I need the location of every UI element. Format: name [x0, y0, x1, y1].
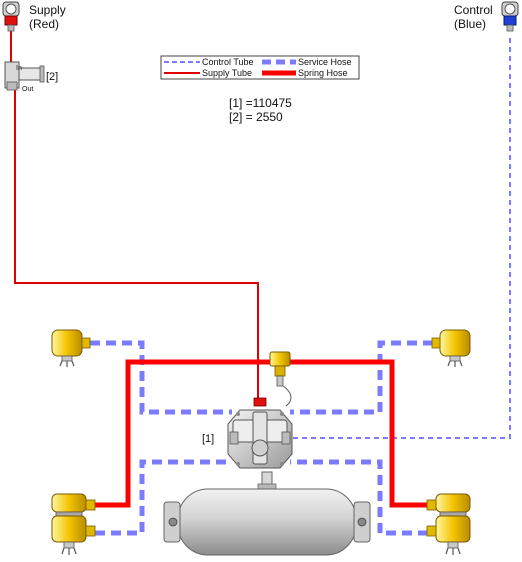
- brake-chamber-top-right-icon[interactable]: [431, 329, 471, 367]
- spring-hose-left: [95, 359, 280, 508]
- control-label-line1: Control: [454, 3, 493, 17]
- parts-item-2: [2] = 2550: [229, 110, 283, 124]
- supply-label-line1: Supply: [29, 3, 66, 17]
- valve-callout: [1]: [202, 433, 214, 445]
- fitting-callout: [2]: [46, 71, 58, 83]
- brake-chamber-bottom-left-icon[interactable]: [51, 493, 96, 555]
- supply-tube-line: [10, 30, 259, 400]
- supply-label-line2: (Red): [29, 17, 59, 31]
- legend: Control Tube Service Hose Supply Tube Sp…: [160, 55, 360, 80]
- fitting-port-out: Out: [22, 86, 33, 93]
- spring-hoses: [95, 359, 428, 508]
- relay-valve-icon[interactable]: [227, 397, 293, 469]
- supply-gladhand-icon[interactable]: [2, 1, 20, 32]
- legend-label-spring-hose: Spring Hose: [298, 68, 348, 78]
- legend-box: [160, 55, 360, 80]
- service-hose-bottom-left: [95, 459, 232, 536]
- service-hoses: [90, 340, 433, 536]
- control-label-line2: (Blue): [454, 17, 486, 31]
- fitting-port-in: In: [16, 65, 22, 72]
- service-hose-top-left: [90, 340, 232, 415]
- air-tank-icon[interactable]: [163, 471, 371, 556]
- control-gladhand-icon[interactable]: [501, 1, 519, 32]
- legend-label-service-hose: Service Hose: [298, 57, 352, 67]
- spring-hose-right: [280, 359, 428, 508]
- quick-release-valve-icon[interactable]: [269, 351, 292, 407]
- fitting-icon[interactable]: [4, 61, 45, 91]
- parts-item-1: [1] =110475: [229, 96, 292, 110]
- service-hose-top-right: [290, 340, 433, 415]
- control-tube-line: [290, 38, 511, 439]
- legend-label-supply-tube: Supply Tube: [202, 68, 252, 78]
- brake-chamber-top-left-icon[interactable]: [51, 329, 91, 367]
- service-hose-bottom-right: [290, 459, 428, 536]
- brake-chamber-bottom-right-icon[interactable]: [426, 493, 471, 555]
- legend-label-control-tube: Control Tube: [202, 57, 254, 67]
